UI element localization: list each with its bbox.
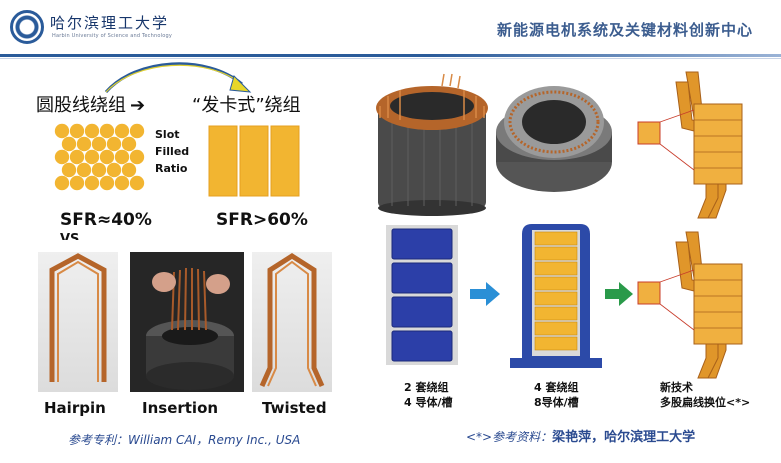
two-set-slot-diagram — [386, 225, 458, 365]
round-wire-slot-diagram — [54, 123, 146, 195]
header-divider — [0, 54, 781, 57]
caption-two-sets-line-2: 4 导体/槽 — [404, 396, 453, 409]
twisted-photo — [252, 252, 332, 392]
flat-wire-transposition-coil-2 — [637, 231, 743, 379]
caption-four-sets: 4 套绕组 8导体/槽 — [534, 380, 579, 410]
material-reference-prefix: <*>参考资料： — [466, 430, 553, 444]
caption-four-sets-line-2: 8导体/槽 — [534, 396, 579, 409]
slot-label-line-1: Slot — [155, 128, 180, 141]
stator-photo-2 — [496, 86, 612, 192]
material-reference: <*>参考资料：梁艳萍，哈尔滨理工大学 — [466, 426, 695, 445]
insertion-photo — [130, 252, 244, 392]
green-right-arrow-icon — [605, 282, 633, 306]
photo-label-insertion: Insertion — [142, 399, 219, 417]
hairpin-photo — [38, 252, 118, 392]
university-name-en: Harbin University of Science and Technol… — [52, 33, 172, 39]
university-logo — [10, 10, 44, 44]
slot-filled-ratio-label: Slot Filled Ratio — [155, 126, 189, 177]
patent-reference: 参考专利：William CAI，Remy Inc., USA — [68, 433, 301, 447]
photo-label-hairpin: Hairpin — [44, 399, 106, 417]
caption-four-sets-line-1: 4 套绕组 — [534, 381, 579, 394]
caption-new-tech-line-1: 新技术 — [660, 381, 693, 394]
flat-wire-transposition-coil-1 — [637, 71, 743, 219]
hairpin-slot-diagram — [208, 125, 300, 197]
header-divider-thin — [0, 58, 781, 59]
slot-label-line-3: Ratio — [155, 162, 188, 175]
center-name: 新能源电机系统及关键材料创新中心 — [496, 21, 753, 39]
four-set-slot-diagram — [510, 224, 602, 368]
right-arrow-icon: ➔ — [130, 95, 146, 116]
stator-photo-1 — [376, 73, 488, 216]
hairpin-title: “发卡式”绕组 — [192, 95, 301, 116]
vs-label: VS — [60, 232, 80, 240]
caption-new-tech: 新技术 多股扁线换位<*> — [660, 380, 750, 410]
round-wire-title: 圆股线绕组➔ — [36, 91, 149, 117]
curved-arrow-icon — [104, 62, 252, 93]
caption-two-sets: 2 套绕组 4 导体/槽 — [404, 380, 453, 410]
material-reference-author: 梁艳萍，哈尔滨理工大学 — [552, 430, 696, 445]
caption-two-sets-line-1: 2 套绕组 — [404, 381, 449, 394]
round-wire-label: 圆股线绕组 — [36, 95, 126, 116]
slot-label-line-2: Filled — [155, 145, 190, 158]
university-name: 哈尔滨理工大学 — [50, 14, 170, 32]
sfr-round: SFR≈40% — [60, 210, 152, 230]
slide-header: 哈尔滨理工大学 Harbin University of Science and… — [0, 0, 781, 59]
caption-new-tech-line-2: 多股扁线换位<*> — [660, 396, 751, 409]
photo-label-twisted: Twisted — [262, 399, 327, 417]
sfr-hairpin: SFR>60% — [216, 210, 308, 230]
blue-right-arrow-icon — [470, 282, 500, 306]
